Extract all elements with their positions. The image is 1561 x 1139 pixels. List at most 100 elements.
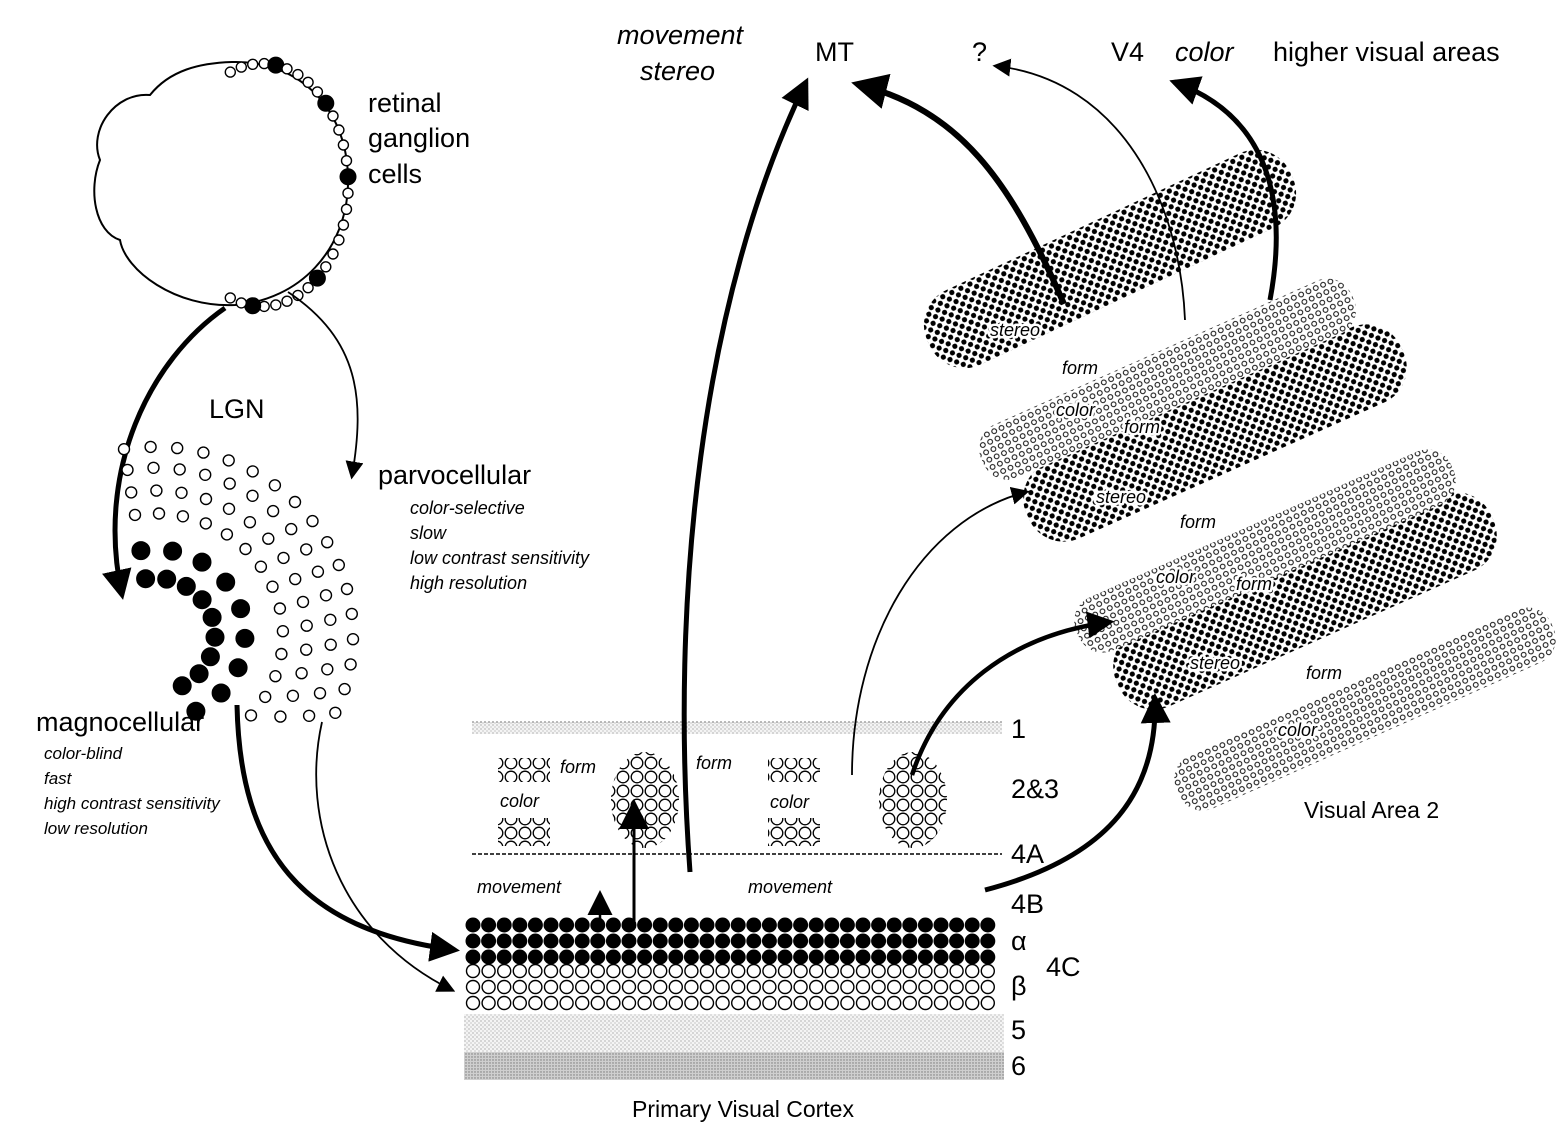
alpha-cell: [605, 917, 621, 933]
beta-cell: [809, 963, 824, 979]
magno-to-4c-alpha-arrow: [234, 704, 460, 962]
alpha-cell: [652, 949, 668, 965]
v2-stereo-label-3: stereo: [1190, 653, 1240, 673]
alpha-cell: [637, 917, 653, 933]
v1-caption: Primary Visual Cortex: [632, 1096, 854, 1122]
beta-cell: [871, 995, 886, 1011]
parvo-cell: [254, 560, 268, 573]
alpha-cell: [605, 933, 621, 949]
alpha-cell: [824, 933, 840, 949]
alpha-cell: [855, 917, 871, 933]
ganglion-cell-large: [267, 56, 285, 74]
alpha-cell: [699, 933, 715, 949]
parvo-cell: [198, 468, 212, 481]
alpha-cell: [746, 949, 762, 965]
alpha-cell: [917, 949, 933, 965]
beta-cell: [497, 995, 512, 1011]
beta-cell: [840, 979, 855, 995]
beta-cell: [871, 979, 886, 995]
alpha-cell: [590, 917, 606, 933]
ganglion-cell-small: [337, 219, 350, 231]
parvo-cell: [246, 465, 259, 478]
beta-cell: [824, 995, 839, 1011]
ganglion-cell-small: [302, 282, 314, 294]
parvo-cell: [175, 486, 188, 499]
alpha-cell: [964, 949, 980, 965]
alpha-cell: [574, 949, 590, 965]
ganglion-cell-small: [311, 86, 324, 98]
beta-cell: [840, 963, 855, 979]
parvo-cell: [176, 510, 190, 523]
beta-cell: [512, 979, 527, 995]
beta-cell: [715, 963, 730, 979]
alpha-cell: [902, 917, 918, 933]
v2-color-label-3: color: [1278, 720, 1318, 740]
parvo-cell: [243, 516, 257, 529]
alpha-cell: [465, 933, 481, 949]
alpha-cell: [637, 933, 653, 949]
alpha-cell: [668, 933, 684, 949]
alpha-cell: [574, 933, 590, 949]
magno-cell: [186, 701, 206, 721]
parvo-cell: [275, 647, 288, 661]
beta-cell: [621, 963, 637, 979]
parvo-cell: [128, 508, 142, 522]
parvo-cell: [273, 602, 287, 615]
parvo-cell: [340, 582, 354, 596]
beta-cell: [887, 979, 902, 995]
ganglion-cell-small: [281, 63, 293, 75]
magno-cell: [172, 676, 192, 696]
alpha-cell: [855, 933, 871, 949]
parvo-cell: [150, 484, 163, 497]
v2-thin-stripe-2: [1074, 449, 1456, 653]
alpha-cell: [512, 949, 528, 965]
magno-cell: [131, 541, 151, 561]
beta-cell: [777, 995, 793, 1011]
alpha-cell: [465, 949, 481, 965]
beta-cell: [512, 995, 527, 1011]
layer-4c-label: 4C: [1046, 952, 1081, 982]
beta-cell: [512, 963, 527, 979]
beta-cell: [699, 995, 715, 1011]
beta-cell: [465, 963, 481, 979]
v2-stereo-to-mt-arrow: [851, 73, 1067, 306]
alpha-cell: [543, 917, 559, 933]
beta-cell: [918, 995, 933, 1011]
layer-6-band: [464, 1052, 1004, 1080]
alpha-cell: [761, 917, 777, 933]
magno-cell: [228, 658, 248, 678]
beta-cell: [637, 979, 652, 995]
v1-color-label-1: color: [500, 791, 540, 811]
layer-23-label: 2&3: [1011, 774, 1059, 804]
parvo-cell: [313, 687, 327, 700]
parvo-cell: [277, 551, 290, 565]
beta-cell: [762, 979, 777, 995]
v2-form-label-4: form: [1236, 574, 1272, 594]
retina-label-line-1: retinal: [368, 88, 442, 118]
v2-color-label-2: color: [1156, 567, 1196, 587]
parvo-cell: [319, 589, 333, 602]
parvo-cell: [124, 486, 138, 499]
beta-cell: [918, 963, 933, 979]
beta-cell: [809, 995, 824, 1011]
magno-property-4: low resolution: [44, 819, 148, 838]
parvo-cell: [300, 643, 313, 656]
beta-cell: [918, 979, 933, 995]
beta-cell: [668, 979, 683, 995]
parvo-cell: [147, 461, 160, 474]
layer-4a-label: 4A: [1011, 839, 1044, 869]
alpha-cell: [949, 933, 965, 949]
alpha-cell: [933, 949, 949, 965]
beta-cell: [746, 963, 761, 979]
beta-cell: [606, 979, 621, 995]
alpha-cell: [808, 933, 824, 949]
ganglion-cell-large: [308, 269, 326, 287]
alpha-cell: [496, 933, 512, 949]
beta-cell: [559, 963, 574, 979]
magno-cell: [163, 541, 183, 561]
parvo-cell: [295, 667, 308, 680]
ganglion-cell-small: [270, 299, 282, 311]
mt-attr-stereo: stereo: [640, 56, 715, 86]
magno-cell: [211, 683, 231, 703]
beta-cell: [731, 979, 746, 995]
